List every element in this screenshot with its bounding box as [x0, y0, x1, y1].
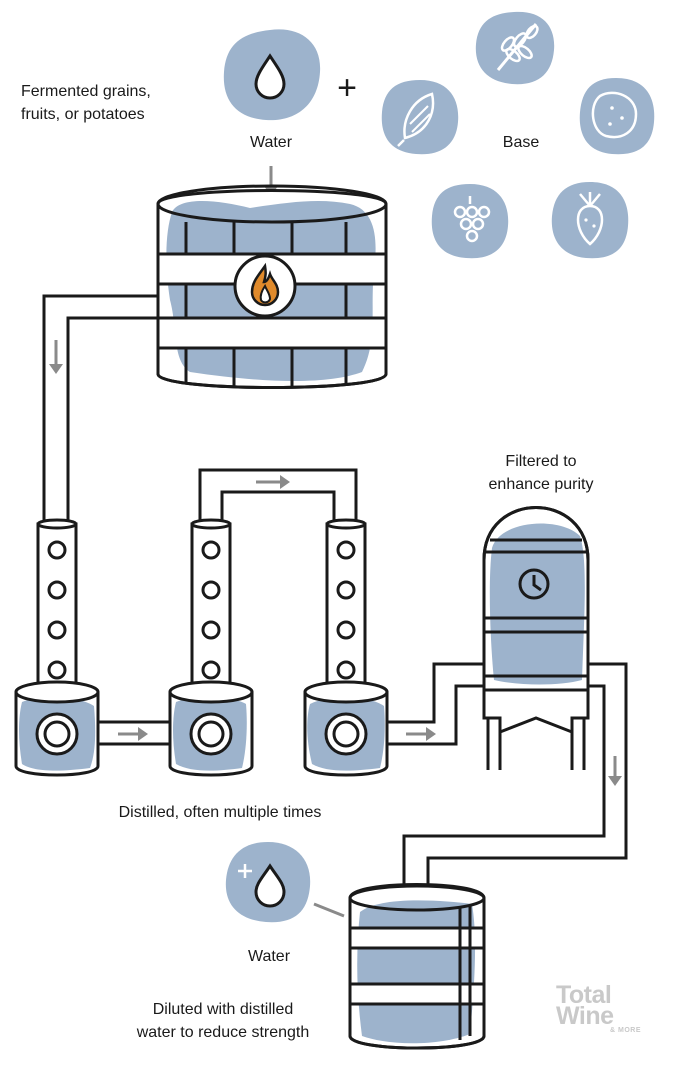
pipe-still-1-to-2: [96, 720, 172, 746]
corn-icon: [381, 80, 459, 155]
water-connector-line: [313, 902, 345, 918]
still-column-3: [303, 518, 389, 777]
plus-sign: +: [337, 69, 357, 107]
distilled-label: Distilled, often multiple times: [118, 804, 322, 821]
flame-icon: [233, 254, 297, 318]
still-column-1: [14, 518, 100, 777]
filtered-label: Filtered to enhance purity: [488, 453, 594, 493]
filter-vessel: [482, 506, 590, 770]
water-drop-icon: [223, 29, 321, 121]
add-water-icon: [225, 842, 311, 923]
diluted-label: Diluted with distilled water to reduce s…: [136, 1001, 310, 1041]
total-wine-logo: Total Wine & MORE: [556, 981, 641, 1034]
clock-icon: [518, 568, 550, 600]
base-label: Base: [502, 134, 540, 151]
still-column-2: [168, 518, 254, 777]
beet-icon: [551, 182, 629, 259]
potato-icon: [579, 78, 655, 155]
dilution-tank: [348, 883, 486, 1050]
pipe-filter-to-dilution-tank: [402, 662, 628, 886]
pipe-still-2-to-3: [198, 468, 358, 524]
water-bottom-label: Water: [247, 948, 291, 965]
pipe-still-3-to-filter: [387, 662, 484, 746]
base-description-label: Fermented grains, fruits, or potatoes: [21, 83, 151, 123]
water-top-label: Water: [249, 134, 293, 151]
wheat-icon: [475, 11, 555, 85]
grapes-icon: [431, 184, 509, 259]
pipe-to-still-1: [42, 294, 158, 524]
